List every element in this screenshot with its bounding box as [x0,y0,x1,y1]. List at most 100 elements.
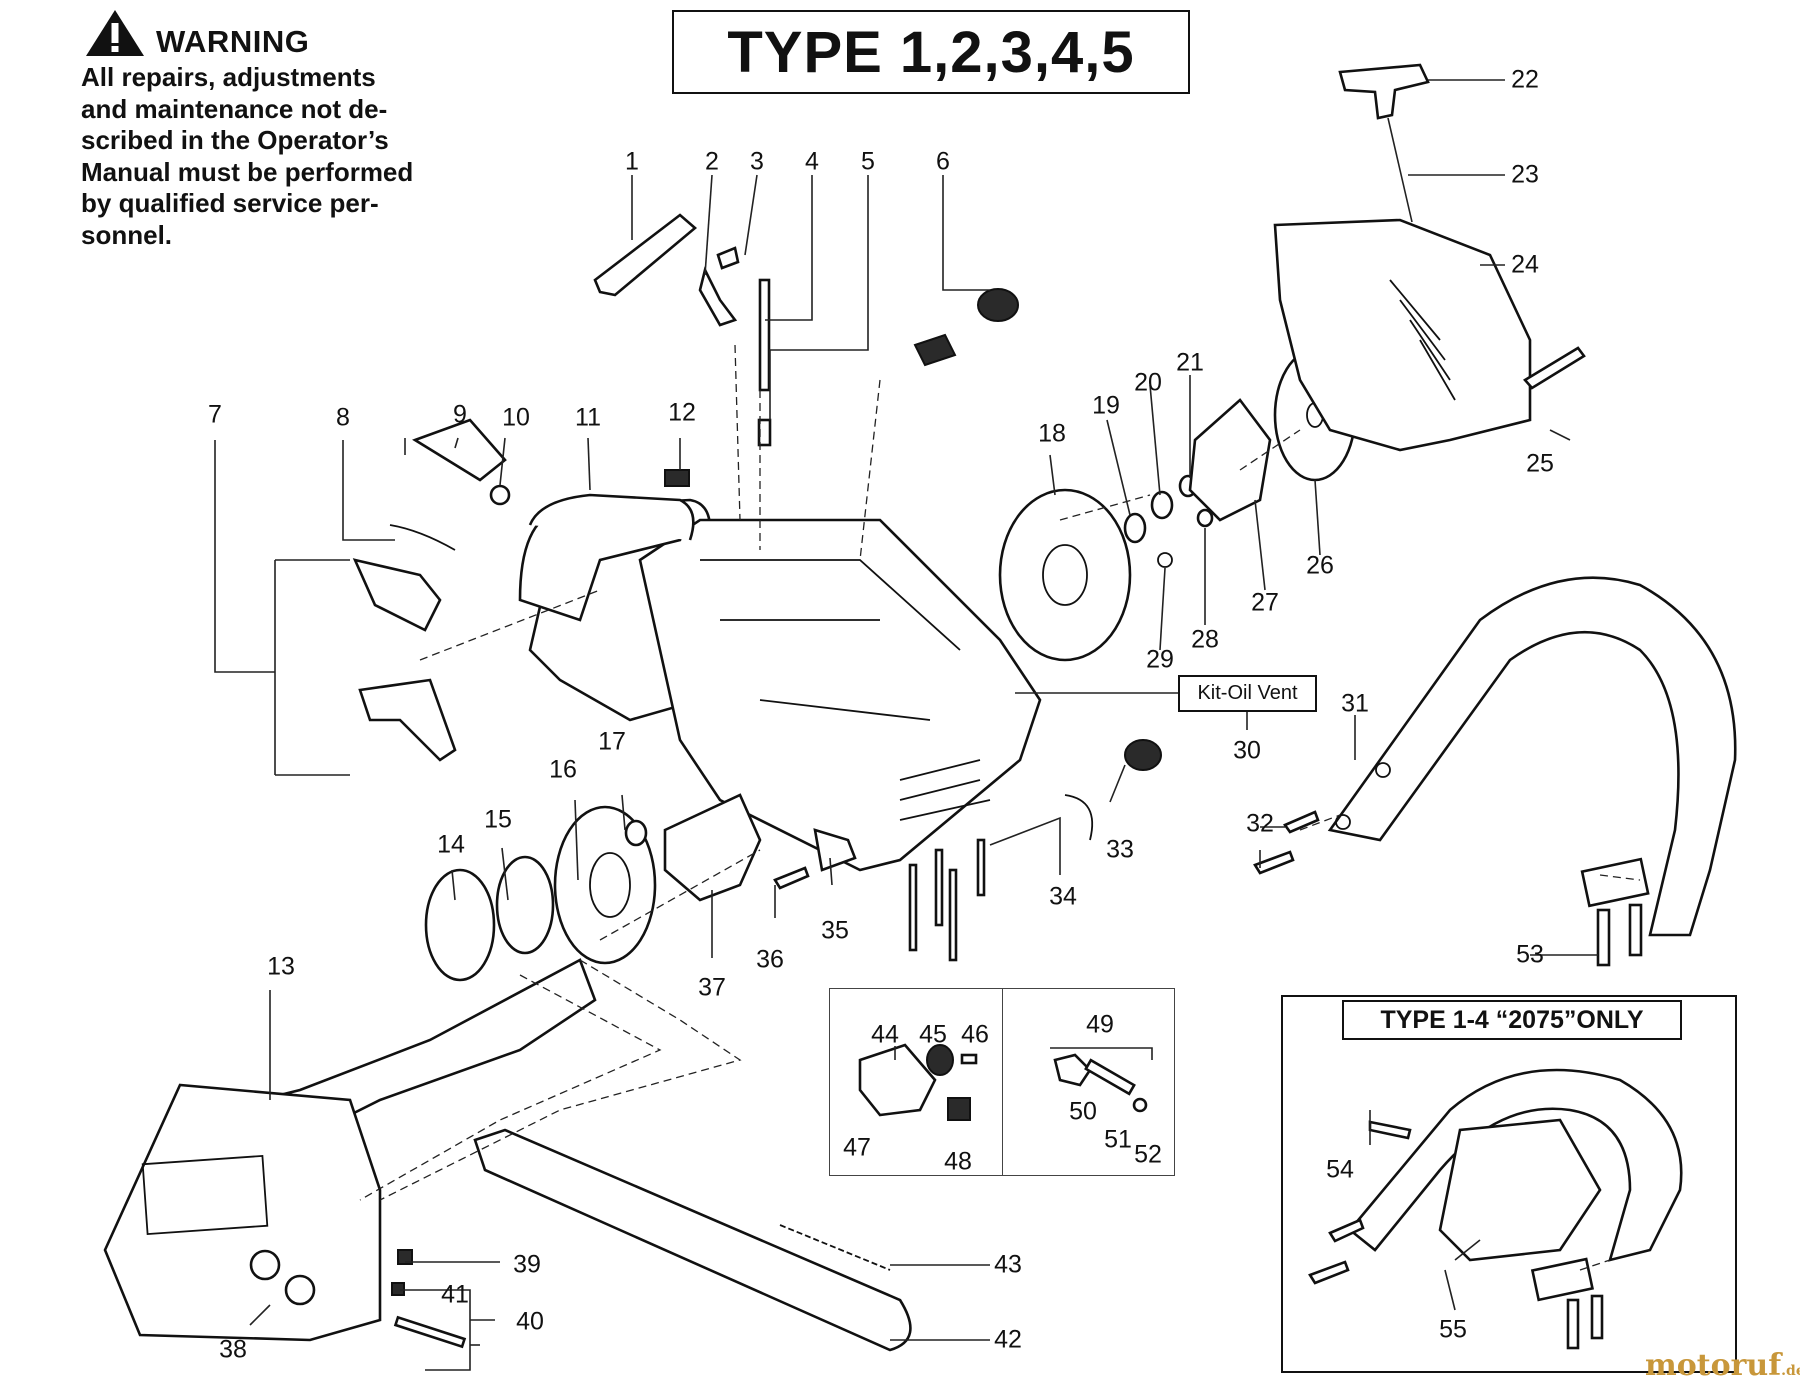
saw-chain-part [779,1224,891,1271]
callout-30: 30 [1233,736,1261,765]
adjust-screw-part [393,1315,467,1349]
callout-39: 39 [513,1250,541,1279]
pump-piston-part [947,1097,971,1121]
screw-part [716,246,740,270]
callout-4: 4 [805,147,819,176]
clip-part [1157,552,1173,568]
assembly-dashed-lines [359,344,1641,1271]
tensioner-part [391,1282,405,1296]
warning-line: Manual must be performed [81,156,414,187]
bolt-part [948,868,958,962]
oil-cap-part [1124,739,1162,771]
callout-5: 5 [861,147,875,176]
starter-rope-part [1387,117,1413,223]
warning-line: by qualified service per- [81,188,379,218]
vent-wire-part [1064,794,1094,841]
callout-33: 33 [1106,835,1134,864]
washer-part [1196,508,1214,528]
callout-14: 14 [437,830,465,859]
bar-nut-part [249,1249,281,1281]
grommet-part [1132,1097,1148,1113]
callout-35: 35 [821,916,849,945]
inset-title: TYPE 1-4 “2075”ONLY [1342,1000,1682,1040]
callout-18: 18 [1038,419,1066,448]
bolt-part [976,838,986,897]
callout-21: 21 [1176,348,1204,377]
screw-part [1368,1120,1412,1140]
cover-window [141,1154,269,1236]
washer-part [489,484,511,506]
callout-2: 2 [705,147,719,176]
callout-46: 46 [961,1020,989,1049]
washer-disc-part [495,855,555,955]
lever-part [352,558,442,632]
trigger-part [412,418,507,482]
callout-34: 34 [1049,882,1077,911]
callout-28: 28 [1191,625,1219,654]
cap-part [977,288,1019,322]
bolt-part [908,863,918,952]
callout-26: 26 [1306,551,1334,580]
spring-part [757,418,772,447]
callout-7: 7 [208,400,222,429]
throttle-rod-part [593,213,698,297]
starter-pulley-part [1188,398,1272,522]
callout-42: 42 [994,1325,1022,1354]
callout-41: 41 [441,1280,469,1309]
leader-lines [214,79,1598,1371]
plate-part [813,828,857,872]
callout-29: 29 [1146,645,1174,674]
warning-triangle-icon [86,10,144,56]
handle-end-part [1530,1257,1595,1302]
callout-48: 48 [944,1147,972,1176]
callout-22: 22 [1511,65,1539,94]
warning-line: sonnel. [81,219,173,250]
nut-part [1150,490,1174,520]
warning-title: WARNING [156,24,310,59]
callout-31: 31 [1341,689,1369,718]
callout-32: 32 [1246,809,1274,838]
washer-part [1123,512,1147,544]
callout-15: 15 [484,805,512,834]
oil-tube-part [1084,1058,1136,1096]
warning-line: All repairs, adjustments [81,62,376,92]
callout-10: 10 [502,403,530,432]
flywheel-hub [1042,544,1088,606]
screw-part [1628,903,1643,957]
callout-16: 16 [549,755,577,784]
callout-51: 51 [1104,1125,1132,1154]
screw-part [1596,908,1611,967]
callout-47: 47 [843,1133,871,1162]
oil-pump-part [858,1043,937,1117]
subassembly-divider [1002,988,1003,1176]
drum-hub [589,852,631,918]
handle-end-part [1580,857,1650,908]
callout-12: 12 [668,398,696,427]
callout-9: 9 [453,400,467,429]
clip-part [664,469,690,487]
bracket-part [698,266,738,327]
callout-43: 43 [994,1250,1022,1279]
starter-fins [1389,279,1456,401]
watermark-name: motoruf [1645,1348,1782,1383]
lever-part [358,678,457,762]
callout-3: 3 [750,147,764,176]
clutch-part [424,868,496,982]
pump-gear-part [926,1044,954,1076]
callout-38: 38 [219,1335,247,1364]
watermark-tld: .de [1781,1363,1800,1379]
callout-53: 53 [1516,940,1544,969]
pump-screw-part [960,1053,978,1065]
screw-part [1590,1294,1604,1340]
callout-11: 11 [575,403,601,432]
callout-52: 52 [1134,1140,1162,1169]
callout-49: 49 [1086,1010,1114,1039]
inset-2075-box [1281,995,1737,1373]
callout-24: 24 [1511,250,1539,279]
screw-part [1283,810,1320,834]
alt-front-handle-part [1348,1068,1683,1262]
chain-plate-part [663,793,762,902]
side-cover-part [103,1083,382,1342]
callout-36: 36 [756,945,784,974]
drum-part [553,805,657,965]
